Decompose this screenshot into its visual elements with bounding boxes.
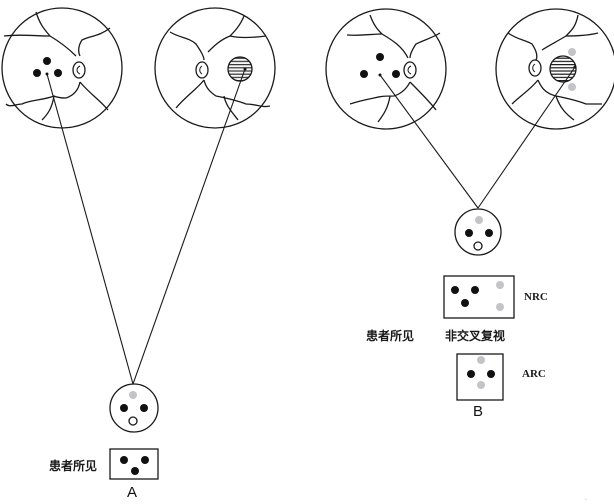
optic-disc-icon bbox=[195, 61, 209, 79]
arc-perception-box bbox=[456, 353, 504, 401]
fundus-icon bbox=[495, 8, 614, 130]
patient-sees-label-b: 患者所见 bbox=[366, 329, 415, 343]
nrc-perception-box bbox=[443, 275, 515, 319]
nrc-caption: 非交叉复视 bbox=[445, 329, 506, 343]
macula-icon bbox=[227, 56, 253, 82]
arc-label: ARC bbox=[522, 368, 546, 380]
fixation-dot bbox=[360, 70, 368, 78]
diplopia-dot bbox=[568, 48, 576, 56]
fixation-dot bbox=[54, 69, 62, 77]
panel-label-a: A bbox=[127, 484, 138, 501]
nrc-label: NRC bbox=[524, 291, 548, 303]
fundus-icon bbox=[325, 8, 447, 130]
fixation-dot bbox=[43, 57, 51, 65]
optic-disc-icon bbox=[528, 59, 542, 77]
watermark: 、 bbox=[584, 493, 594, 503]
visual-axis-line bbox=[46, 73, 134, 385]
fundus-icon bbox=[154, 7, 276, 129]
panel-a bbox=[1, 7, 276, 480]
panel-label-b: B bbox=[473, 403, 484, 420]
face-icon bbox=[454, 208, 502, 256]
optic-disc-icon bbox=[403, 61, 417, 79]
fundus-icon bbox=[1, 7, 123, 129]
optic-disc-icon bbox=[72, 61, 86, 79]
macula-icon bbox=[549, 55, 577, 83]
visual-axis-line bbox=[379, 74, 479, 209]
patient-sees-label-a: 患者所见 bbox=[49, 459, 98, 473]
diplopia-dot bbox=[568, 83, 576, 91]
fixation-dot bbox=[376, 53, 384, 61]
visual-axis-line bbox=[477, 66, 576, 209]
panel-b bbox=[325, 8, 614, 401]
face-icon bbox=[109, 383, 159, 433]
fixation-dot bbox=[33, 69, 41, 77]
visual-axis-line bbox=[132, 68, 246, 385]
perception-box bbox=[109, 448, 159, 480]
fixation-dot bbox=[392, 70, 400, 78]
